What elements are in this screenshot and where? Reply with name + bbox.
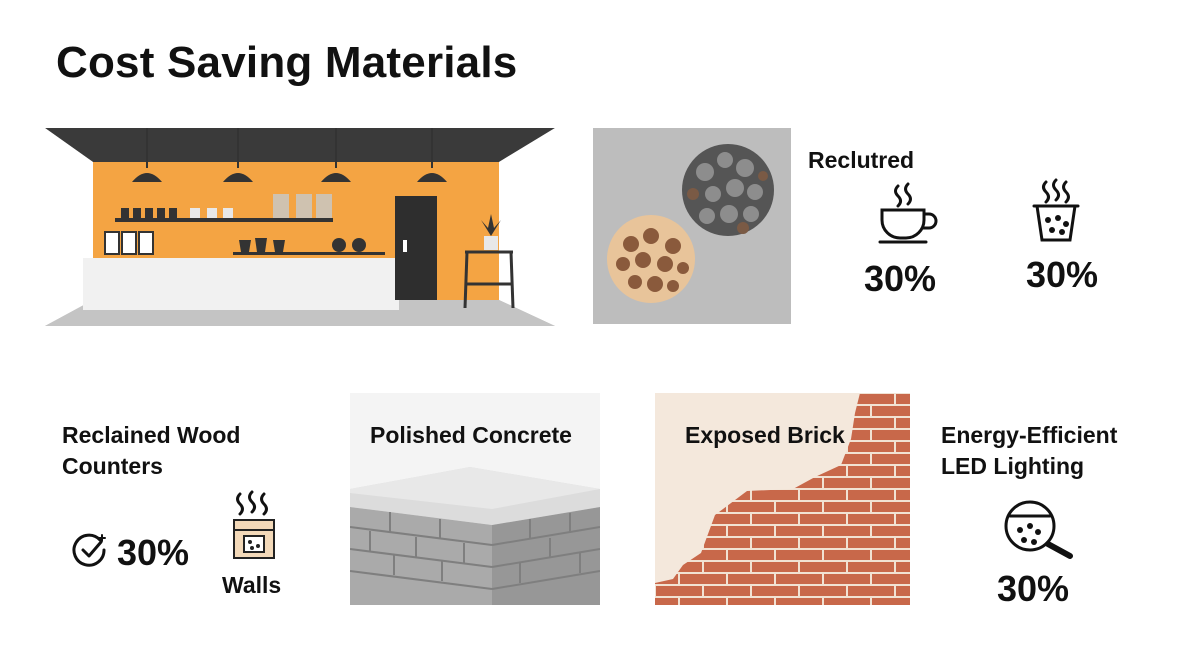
- led-lighting-label-line2: LED Lighting: [941, 453, 1085, 479]
- magnifier-icon: [1002, 498, 1076, 560]
- led-savings-value: 30%: [997, 568, 1070, 609]
- exposed-brick-label: Exposed Brick: [685, 422, 845, 448]
- led-lighting-label: Energy-Efficient LED Lighting: [941, 420, 1117, 482]
- walls-label: Walls: [222, 572, 282, 598]
- reclaimed-wood-label-line1: Reclained Wood: [62, 422, 241, 448]
- polished-concrete-label: Polished Concrete: [370, 422, 572, 448]
- badge-check-icon: [72, 532, 108, 568]
- led-lighting-label-line1: Energy-Efficient: [941, 422, 1118, 448]
- wood-savings-value: 30%: [117, 532, 190, 573]
- bubble-tea-savings-value: 30%: [1026, 254, 1099, 295]
- cafe-interior-illustration: [45, 128, 555, 326]
- coffee-savings-value: 30%: [864, 258, 937, 299]
- reclaimed-wood-label-line2: Counters: [62, 453, 163, 479]
- reclutred-label: Reclutred: [808, 147, 915, 173]
- reclaimed-wood-label: Reclained Wood Counters: [62, 420, 241, 482]
- bubble-tea-cup-icon: [1030, 178, 1082, 244]
- pebble-terrazzo-illustration: [593, 128, 791, 324]
- polished-concrete-illustration: [350, 393, 600, 605]
- page-title: Cost Saving Materials: [56, 38, 518, 87]
- steaming-box-icon: [228, 490, 280, 566]
- coffee-cup-icon: [874, 182, 944, 246]
- exposed-brick-illustration: [655, 393, 910, 605]
